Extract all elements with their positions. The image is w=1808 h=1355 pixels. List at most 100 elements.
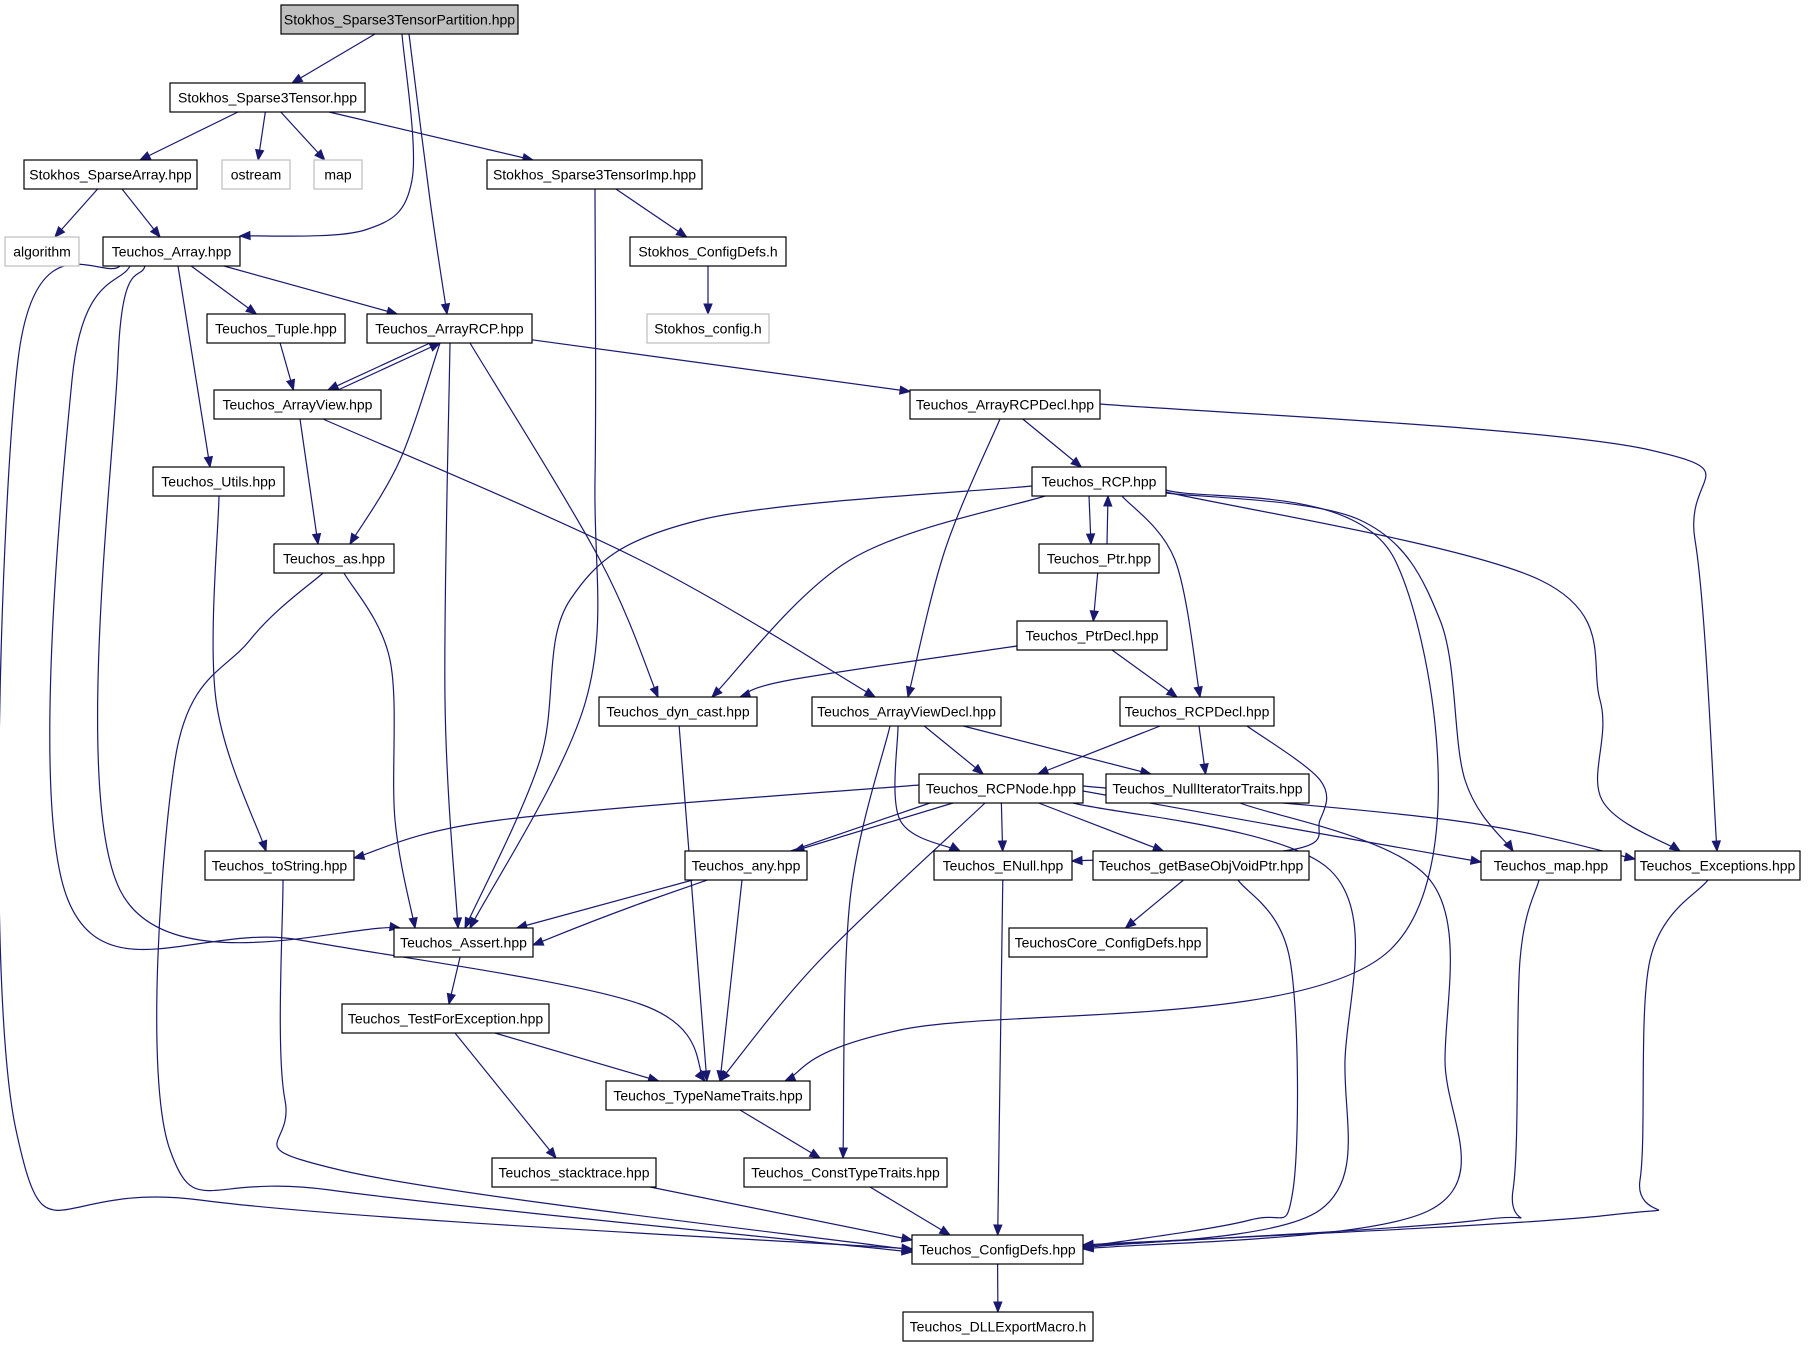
- node-rcpnode[interactable]: Teuchos_RCPNode.hpp: [918, 773, 1084, 804]
- edge-arrayrcpdecl-to-arrayviewdecl: [905, 418, 1001, 699]
- node-box: [911, 1234, 1084, 1265]
- node-box: [1031, 466, 1167, 497]
- edge-arrayrcpdecl-to-rcp: [1022, 418, 1083, 468]
- node-exceptions[interactable]: Teuchos_Exceptions.hpp: [1634, 850, 1801, 881]
- node-label: Stokhos_Sparse3TensorPartition.hpp: [284, 12, 515, 28]
- edge-line: [739, 645, 1018, 698]
- node-label: Teuchos_NullIteratorTraits.hpp: [1112, 781, 1302, 797]
- node-getbase[interactable]: Teuchos_getBaseObjVoidPtr.hpp: [1092, 850, 1310, 881]
- node-configdefs_s[interactable]: Stokhos_ConfigDefs.h: [629, 236, 787, 267]
- node-box: [206, 313, 346, 344]
- node-tarray[interactable]: Teuchos_Array.hpp: [102, 236, 241, 267]
- edge-line: [190, 265, 257, 315]
- node-label: Stokhos_Sparse3TensorImp.hpp: [493, 167, 696, 183]
- node-arrayviewdecl[interactable]: Teuchos_ArrayViewDecl.hpp: [811, 696, 1002, 727]
- edge-sparsearray-to-algorithm: [54, 188, 99, 239]
- edge-line: [719, 802, 986, 1082]
- node-box: [393, 927, 534, 958]
- edge-any-to-assert: [515, 879, 693, 930]
- node-as[interactable]: Teuchos_as.hpp: [273, 543, 395, 574]
- arrowhead: [203, 455, 214, 469]
- edge-exceptions-to-configdefs_t: [1081, 879, 1709, 1250]
- node-label: Teuchos_Ptr.hpp: [1047, 551, 1152, 567]
- arrowhead: [898, 385, 912, 395]
- node-sparsearray[interactable]: Stokhos_SparseArray.hpp: [23, 159, 198, 190]
- node-box: [366, 313, 533, 344]
- edge-rcpnode-to-assert: [531, 802, 931, 946]
- arrowhead: [446, 992, 456, 1006]
- node-dllexport[interactable]: Teuchos_DLLExportMacro.h: [902, 1311, 1094, 1342]
- node-box: [1016, 620, 1168, 651]
- edge-line: [649, 1186, 913, 1241]
- node-typename[interactable]: Teuchos_TypeNameTraits.hpp: [605, 1080, 811, 1111]
- node-label: Teuchos_getBaseObjVoidPtr.hpp: [1099, 858, 1304, 874]
- edge-line: [291, 33, 376, 84]
- arrowhead: [285, 378, 296, 392]
- node-dyncast[interactable]: Teuchos_dyn_cast.hpp: [598, 696, 758, 727]
- node-stacktrace[interactable]: Teuchos_stacktrace.hpp: [491, 1157, 657, 1188]
- edge-line: [54, 188, 99, 238]
- node-root[interactable]: Stokhos_Sparse3TensorPartition.hpp: [280, 4, 519, 35]
- node-label: algorithm: [13, 244, 71, 260]
- node-rcp[interactable]: Teuchos_RCP.hpp: [1031, 466, 1167, 497]
- edge-rcp-to-exceptions: [1165, 491, 1682, 852]
- node-map: map: [313, 159, 363, 190]
- edge-arrayviewdecl-to-consttype: [838, 725, 891, 1160]
- edge-sparsearray-to-tarray: [121, 188, 161, 239]
- node-box: [313, 159, 363, 190]
- node-tuple[interactable]: Teuchos_Tuple.hpp: [206, 313, 346, 344]
- node-enull[interactable]: Teuchos_ENull.hpp: [933, 850, 1073, 881]
- node-tostring[interactable]: Teuchos_toString.hpp: [204, 850, 355, 881]
- node-any[interactable]: Teuchos_any.hpp: [684, 850, 808, 881]
- node-box: [1634, 850, 1801, 881]
- node-s3timp[interactable]: Stokhos_Sparse3TensorImp.hpp: [486, 159, 703, 190]
- edge-line: [327, 342, 431, 391]
- arrowhead: [1151, 842, 1165, 852]
- arrowhead: [258, 839, 268, 853]
- node-configdefs_t[interactable]: Teuchos_ConfigDefs.hpp: [911, 1234, 1084, 1265]
- node-arrayrcp[interactable]: Teuchos_ArrayRCP.hpp: [366, 313, 533, 344]
- node-tmap[interactable]: Teuchos_map.hpp: [1480, 850, 1622, 881]
- arrowhead: [1193, 685, 1203, 699]
- node-testforexc[interactable]: Teuchos_TestForException.hpp: [341, 1003, 550, 1034]
- node-box: [204, 850, 355, 881]
- node-ptrdecl[interactable]: Teuchos_PtrDecl.hpp: [1016, 620, 1168, 651]
- node-box: [605, 1080, 811, 1111]
- node-arrayrcpdecl[interactable]: Teuchos_ArrayRCPDecl.hpp: [909, 389, 1101, 420]
- arrowhead: [464, 916, 474, 930]
- node-s3t[interactable]: Stokhos_Sparse3Tensor.hpp: [169, 82, 366, 113]
- node-utils[interactable]: Teuchos_Utils.hpp: [152, 466, 285, 497]
- node-label: Teuchos_ConstTypeTraits.hpp: [751, 1165, 940, 1181]
- edge-ptr-to-ptrdecl: [1089, 572, 1099, 623]
- edge-line: [1165, 492, 1514, 852]
- edge-testforexc-to-stacktrace: [454, 1032, 557, 1160]
- node-ptr[interactable]: Teuchos_Ptr.hpp: [1038, 543, 1160, 574]
- edge-rcp-to-rcpdecl: [1121, 495, 1203, 699]
- node-assert[interactable]: Teuchos_Assert.hpp: [393, 927, 534, 958]
- edge-typename-to-consttype: [739, 1109, 822, 1159]
- node-consttype[interactable]: Teuchos_ConstTypeTraits.hpp: [743, 1157, 948, 1188]
- edge-enull-to-configdefs_t: [993, 879, 1004, 1237]
- arrowhead: [993, 1301, 1003, 1314]
- node-arrayview[interactable]: Teuchos_ArrayView.hpp: [213, 389, 382, 420]
- edge-ptr-to-rcp: [1103, 494, 1113, 545]
- node-label: Teuchos_ArrayViewDecl.hpp: [817, 704, 996, 720]
- edge-arrayrcp-to-assert: [444, 342, 463, 930]
- node-rcpdecl[interactable]: Teuchos_RCPDecl.hpp: [1119, 696, 1275, 727]
- arrowhead: [675, 227, 688, 238]
- node-coreconfig[interactable]: TeuchosCore_ConfigDefs.hpp: [1008, 927, 1208, 958]
- edge-line: [1072, 802, 1356, 1249]
- arrowhead: [352, 850, 366, 860]
- edge-rcp-to-dyncast: [711, 495, 1046, 698]
- node-box: [280, 4, 519, 35]
- node-label: ostream: [231, 167, 282, 183]
- node-nulliter[interactable]: Teuchos_NullIteratorTraits.hpp: [1105, 773, 1310, 804]
- edge-rcpnode-to-tostring: [352, 784, 920, 860]
- node-box: [273, 543, 395, 574]
- node-label: Teuchos_as.hpp: [283, 551, 385, 567]
- arrowhead: [238, 230, 251, 241]
- edge-arrayrcp-to-arrayview: [326, 342, 431, 391]
- edge-ptrdecl-to-rcpdecl: [1111, 649, 1179, 698]
- edge-assert-to-testforexc: [446, 956, 461, 1006]
